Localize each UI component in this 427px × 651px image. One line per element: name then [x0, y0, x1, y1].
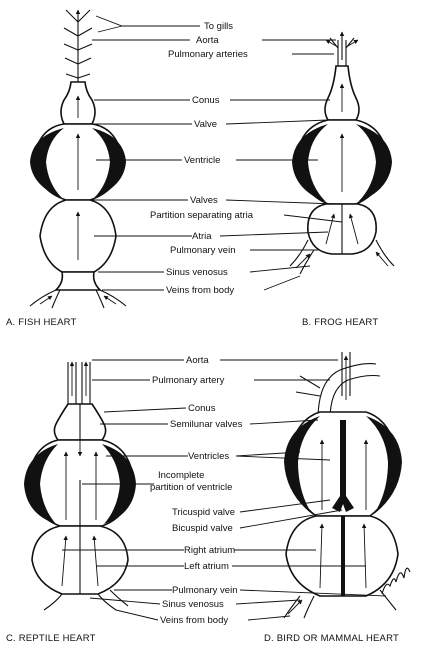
bird-mammal-heart — [283, 352, 402, 619]
label-atria: Atria — [192, 231, 212, 242]
label-sinus-venosus-bottom: Sinus venosus — [162, 599, 224, 610]
fish-sinus-venosus — [54, 271, 102, 291]
label-aorta: Aorta — [196, 35, 219, 46]
frog-ventricle-wall-right — [356, 124, 392, 202]
artist-signature — [381, 567, 411, 595]
top-labels: To gills Aorta Pulmonary arteries Conus … — [80, 15, 343, 296]
label-conus-bottom: Conus — [188, 403, 216, 414]
bird-mammal-arteries — [295, 352, 381, 421]
label-pulmonary-arteries: Pulmonary arteries — [168, 49, 248, 60]
reptile-ventricle-wall-left — [24, 444, 58, 524]
fish-ventricle-wall-left — [30, 128, 64, 198]
bottom-labels: Aorta Pulmonary artery Conus Semilunar v… — [62, 355, 387, 626]
bird-mammal-ventricle-wall-right — [366, 416, 402, 514]
label-pulmonary-vein-bottom: Pulmonary vein — [172, 585, 237, 596]
caption-bird-mammal-heart: D. BIRD OR MAMMAL HEART — [264, 633, 399, 644]
reptile-veins — [43, 589, 129, 611]
fish-ventricle-wall-right — [92, 128, 126, 198]
reptile-heart — [24, 361, 136, 611]
label-tricuspid-valve: Tricuspid valve — [172, 507, 235, 518]
label-pulmonary-artery: Pulmonary artery — [152, 375, 225, 386]
label-valve: Valve — [194, 119, 217, 130]
caption-fish-heart: A. FISH HEART — [6, 317, 77, 328]
fish-gill-arteries — [63, 9, 93, 95]
bird-mammal-atrial-septum — [341, 516, 345, 596]
label-to-gills: To gills — [204, 21, 233, 32]
frog-ventricle-wall-left — [292, 124, 328, 202]
label-aorta-bottom: Aorta — [186, 355, 209, 366]
frog-veins — [289, 239, 395, 275]
label-conus: Conus — [192, 95, 220, 106]
label-ventricles: Ventricles — [188, 451, 229, 462]
label-right-atrium: Right atrium — [184, 545, 235, 556]
bird-mammal-ventricle-wall-left — [284, 416, 320, 514]
frog-arterial-trunks — [325, 31, 359, 70]
fish-body-veins — [29, 289, 127, 309]
label-pulmonary-vein: Pulmonary vein — [170, 245, 235, 256]
label-partition-separating-atria: Partition separating atria — [150, 210, 254, 221]
reptile-ventricle-wall-right — [102, 444, 136, 524]
label-veins-from-body-bottom: Veins from body — [160, 615, 228, 626]
label-valves: Valves — [190, 195, 218, 206]
label-veins-from-body: Veins from body — [166, 285, 234, 296]
label-incomplete-partition-line1: Incomplete — [158, 470, 204, 481]
reptile-arteries — [67, 361, 91, 420]
bird-mammal-septum — [332, 420, 354, 512]
label-bicuspid-valve: Bicuspid valve — [172, 523, 233, 534]
label-left-atrium: Left atrium — [184, 561, 229, 572]
label-ventricle: Ventricle — [184, 155, 220, 166]
frog-heart — [289, 31, 395, 275]
fish-heart — [29, 9, 127, 309]
caption-frog-heart: B. FROG HEART — [302, 317, 378, 328]
label-semilunar-valves: Semilunar valves — [170, 419, 243, 430]
label-incomplete-partition-line2: partition of ventricle — [150, 482, 232, 493]
caption-reptile-heart: C. REPTILE HEART — [6, 633, 96, 644]
label-sinus-venosus: Sinus venosus — [166, 267, 228, 278]
